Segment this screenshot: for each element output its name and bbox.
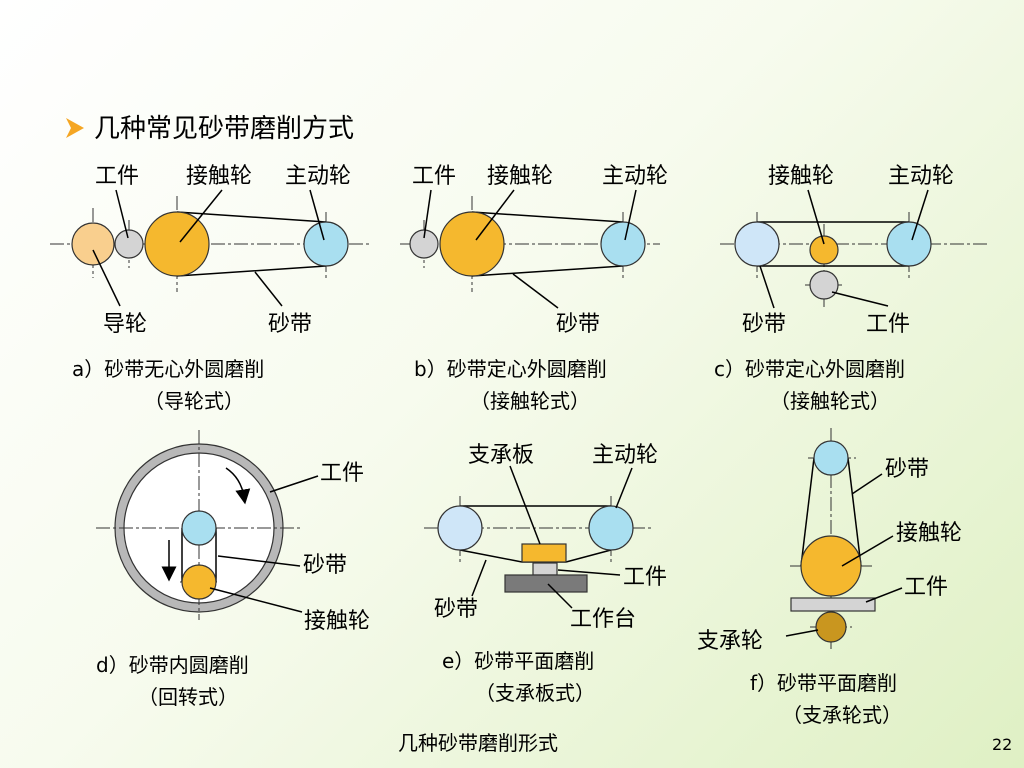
label-contact-wheel: 接触轮 bbox=[768, 164, 834, 189]
drive-wheel bbox=[303, 221, 349, 267]
diagram-c: 接触轮 主动轮 砂带 工件 c）砂带定心外圆磨削 （接触轮式） bbox=[714, 164, 990, 413]
workpiece bbox=[114, 229, 144, 259]
contact-wheel bbox=[181, 564, 217, 600]
label-belt: 砂带 bbox=[556, 312, 600, 337]
drive-wheel bbox=[588, 505, 634, 551]
label-workpiece: 工件 bbox=[95, 164, 139, 189]
label-support-wheel: 支承轮 bbox=[697, 629, 763, 654]
caption-c-line1: c）砂带定心外圆磨削 bbox=[714, 357, 905, 381]
support-wheel bbox=[815, 611, 847, 643]
label-guide-wheel: 导轮 bbox=[103, 312, 147, 337]
bottom-caption: 几种砂带磨削形式 bbox=[398, 731, 558, 755]
label-support-plate: 支承板 bbox=[468, 443, 534, 468]
label-drive-wheel: 主动轮 bbox=[285, 164, 351, 189]
workpiece bbox=[809, 270, 839, 300]
label-workpiece: 工件 bbox=[412, 164, 456, 189]
label-belt: 砂带 bbox=[268, 312, 312, 337]
label-worktable: 工作台 bbox=[570, 607, 636, 632]
diagram-b: 工件 接触轮 主动轮 砂带 b）砂带定心外圆磨削 （接触轮式） bbox=[400, 164, 668, 413]
contact-wheel bbox=[800, 535, 862, 597]
label-workpiece: 工件 bbox=[904, 575, 948, 600]
caption-b-line2: （接触轮式） bbox=[470, 389, 590, 413]
label-drive-wheel: 主动轮 bbox=[888, 164, 954, 189]
workpiece bbox=[532, 562, 558, 576]
caption-e-line2: （支承板式） bbox=[475, 681, 595, 705]
workpiece bbox=[409, 229, 439, 259]
label-belt: 砂带 bbox=[303, 553, 347, 578]
label-contact-wheel: 接触轮 bbox=[186, 164, 252, 189]
label-drive-wheel: 主动轮 bbox=[602, 164, 668, 189]
caption-b-line1: b）砂带定心外圆磨削 bbox=[414, 357, 607, 381]
caption-d-line2: （回转式） bbox=[138, 685, 238, 709]
support-plate bbox=[521, 543, 567, 563]
diagram-e: 支承板 主动轮 工件 砂带 工作台 e）砂带平面磨削 （支承板式） bbox=[424, 443, 667, 705]
label-drive-wheel: 主动轮 bbox=[592, 443, 658, 468]
caption-a-line1: a）砂带无心外圆磨削 bbox=[72, 357, 264, 381]
label-contact-wheel: 接触轮 bbox=[487, 164, 553, 189]
drive-wheel bbox=[600, 221, 646, 267]
diagram-a: 工件 接触轮 主动轮 导轮 砂带 a）砂带无心外圆磨削 （导轮式） bbox=[50, 164, 370, 413]
caption-a-line2: （导轮式） bbox=[144, 389, 244, 413]
drive-wheel bbox=[181, 510, 217, 546]
caption-f-line2: （支承轮式） bbox=[782, 703, 902, 727]
bullet-arrow-icon bbox=[66, 118, 84, 138]
label-contact-wheel: 接触轮 bbox=[304, 609, 370, 634]
idler-wheel bbox=[437, 505, 483, 551]
label-workpiece: 工件 bbox=[623, 565, 667, 590]
caption-d-line1: d）砂带内圆磨削 bbox=[96, 653, 249, 677]
contact-wheel bbox=[439, 211, 505, 277]
slide-heading: 几种常见砂带磨削方式 bbox=[94, 114, 354, 144]
drive-wheel bbox=[813, 440, 849, 476]
workpiece bbox=[790, 597, 876, 612]
caption-f-line1: f）砂带平面磨削 bbox=[750, 671, 897, 695]
label-belt: 砂带 bbox=[434, 597, 478, 622]
caption-c-line2: （接触轮式） bbox=[770, 389, 890, 413]
label-belt: 砂带 bbox=[885, 457, 929, 482]
idler-wheel bbox=[734, 221, 780, 267]
diagram-d: 工件 砂带 接触轮 d）砂带内圆磨削 （回转式） bbox=[96, 430, 370, 709]
label-workpiece: 工件 bbox=[320, 461, 364, 486]
drive-wheel bbox=[886, 221, 932, 267]
diagram-f: 砂带 接触轮 工件 支承轮 f）砂带平面磨削 （支承轮式） bbox=[697, 428, 962, 727]
contact-wheel bbox=[809, 235, 839, 265]
page-number: 22 bbox=[992, 735, 1012, 754]
label-belt: 砂带 bbox=[742, 312, 786, 337]
slide-heading-group: 几种常见砂带磨削方式 bbox=[66, 114, 354, 144]
label-contact-wheel: 接触轮 bbox=[896, 521, 962, 546]
contact-wheel bbox=[144, 211, 210, 277]
caption-e-line1: e）砂带平面磨削 bbox=[442, 649, 594, 673]
label-workpiece: 工件 bbox=[866, 312, 910, 337]
worktable bbox=[504, 574, 588, 593]
guide-wheel bbox=[71, 222, 115, 266]
